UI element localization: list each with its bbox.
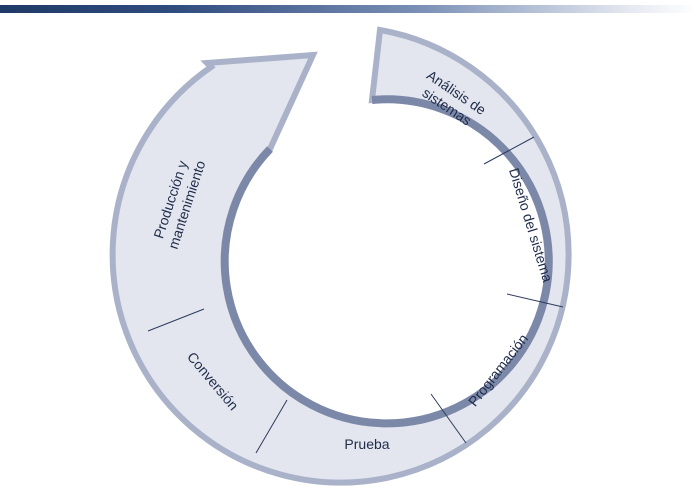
stage-prueba-label: Prueba [344, 436, 389, 452]
divider-analisis-diseno [483, 136, 535, 165]
divider-conversion-produccion [147, 308, 205, 332]
header-bar [0, 5, 697, 13]
divider-diseno-programacion [506, 293, 564, 308]
cycle-inner-band [220, 95, 553, 428]
stage-prueba: Prueba [344, 436, 389, 452]
divider-programacion-prueba [430, 393, 467, 444]
divider-prueba-conversion [255, 399, 288, 454]
